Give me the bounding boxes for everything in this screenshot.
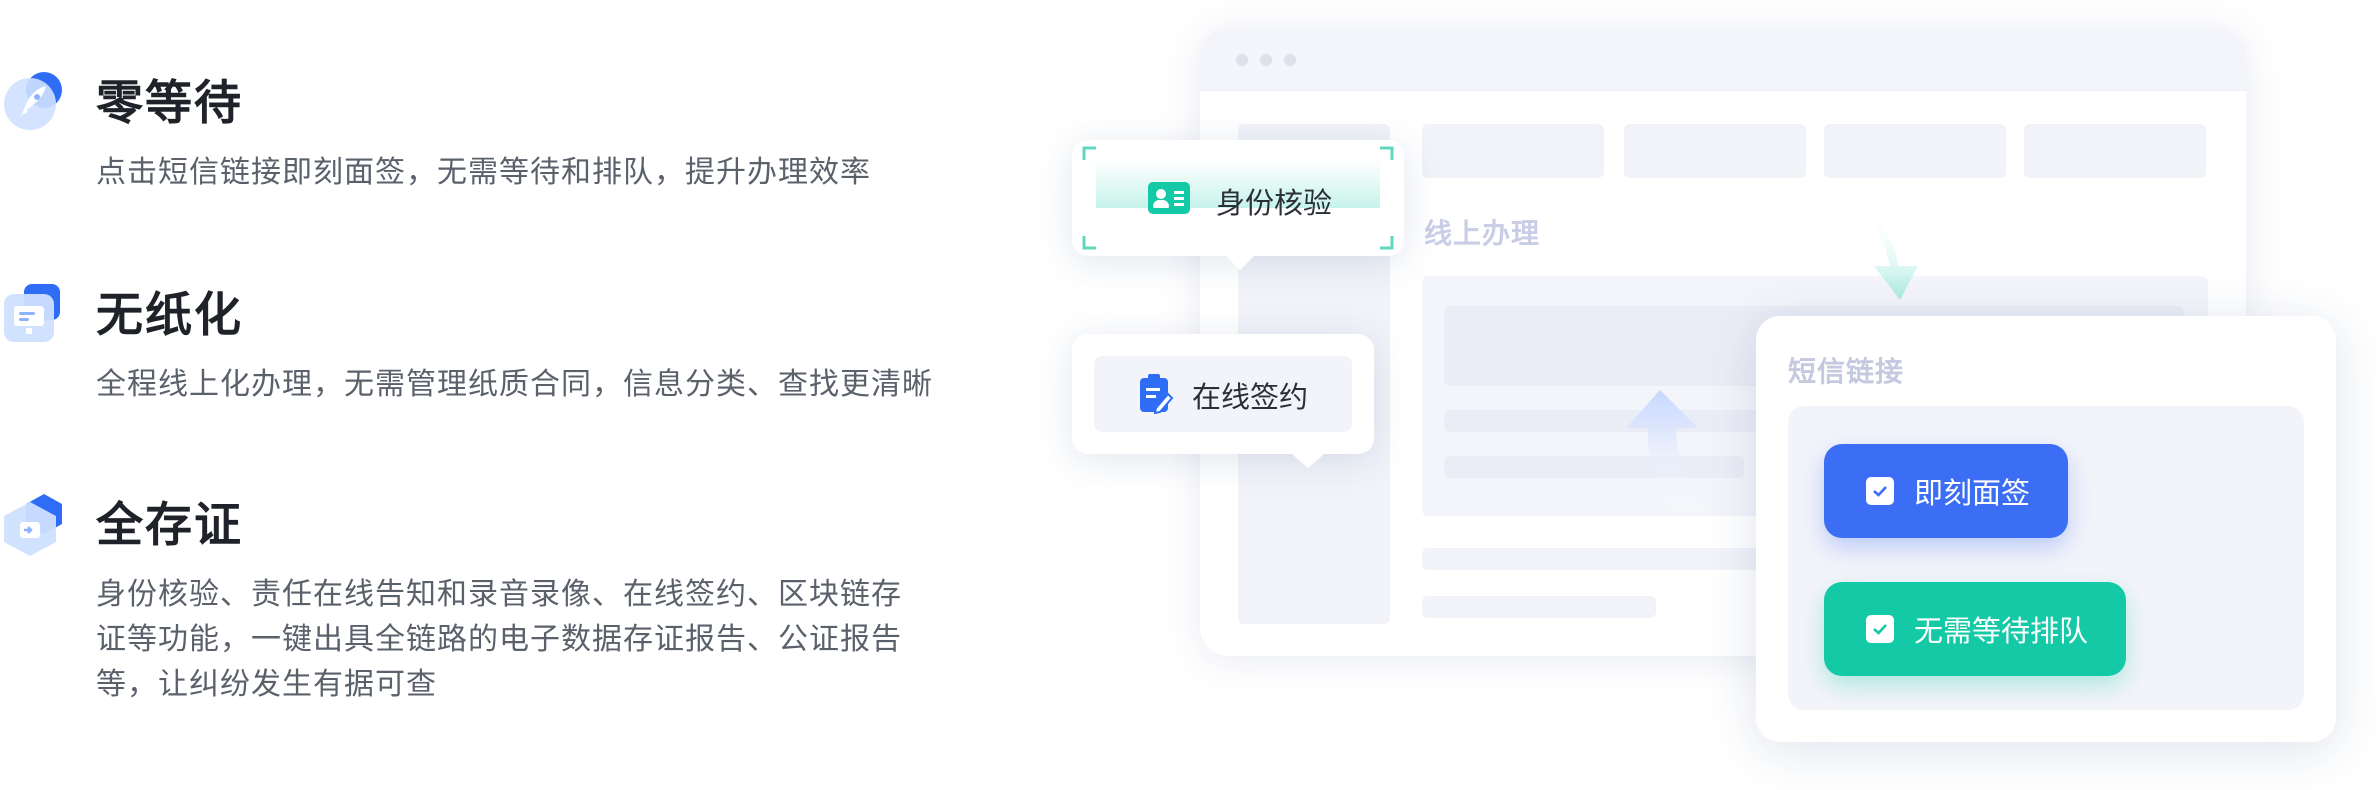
browser-toolbar [1200, 28, 2246, 91]
description-line: 身份核验、责任在线告知和录音录像、在线签约、区块链存 [96, 577, 902, 612]
feature-description: 全程线上化办理，无需管理纸质合同，信息分类、查找更清晰 [96, 367, 933, 402]
tab-placeholder [1624, 124, 1806, 178]
no-wait-button[interactable]: 无需等待排队 [1824, 582, 2126, 676]
card-pointer [1292, 454, 1324, 468]
sign-online-card: 在线签约 [1072, 334, 1374, 454]
arrow-up-icon [1626, 390, 1720, 520]
feature-description: 点击短信链接即刻面签，无需等待和排队，提升办理效率 [96, 155, 871, 190]
scan-frame-icon [1082, 146, 1394, 250]
arrow-down-icon [1864, 210, 1918, 300]
id-card-icon [1148, 182, 1190, 214]
monitor-icon [4, 284, 60, 342]
identity-verification-label: 身份核验 [1216, 186, 1333, 220]
sign-online-button-bg [1094, 356, 1352, 432]
feature-title: 零等待 [96, 76, 243, 131]
line-placeholder [1422, 596, 1656, 618]
checkbox-icon [1866, 477, 1894, 505]
feature-title: 全存证 [96, 498, 243, 553]
no-wait-label: 无需等待排队 [1914, 614, 2089, 648]
feature-title: 无纸化 [96, 288, 243, 343]
window-dot [1236, 54, 1248, 66]
instant-sign-label: 即刻面签 [1914, 476, 2031, 510]
description-line: 等，让纠纷发生有据可查 [96, 667, 437, 702]
window-dot [1260, 54, 1272, 66]
sms-link-title: 短信链接 [1788, 355, 1905, 388]
tab-placeholder [1422, 124, 1604, 178]
contract-sign-icon [1140, 374, 1174, 414]
tab-placeholder [1824, 124, 2006, 178]
card-pointer [1224, 254, 1256, 270]
feature-description: 身份核验、责任在线告知和录音录像、在线签约、区块链存 证等功能，一键出具全链路的… [96, 572, 976, 707]
certificate-box-icon [4, 494, 62, 556]
window-dot [1284, 54, 1296, 66]
sms-link-panel: 短信链接 即刻面签 无需等待排队 [1756, 316, 2336, 742]
instant-sign-button[interactable]: 即刻面签 [1824, 444, 2068, 538]
rocket-icon [4, 72, 62, 130]
tab-placeholder [2024, 124, 2206, 178]
identity-verification-card: 身份核验 [1072, 140, 1404, 256]
checkbox-icon [1866, 615, 1894, 643]
online-processing-label: 线上办理 [1424, 217, 1541, 250]
sign-online-label: 在线签约 [1192, 380, 1309, 414]
description-line: 证等功能，一键出具全链路的电子数据存证报告、公证报告 [96, 622, 902, 657]
